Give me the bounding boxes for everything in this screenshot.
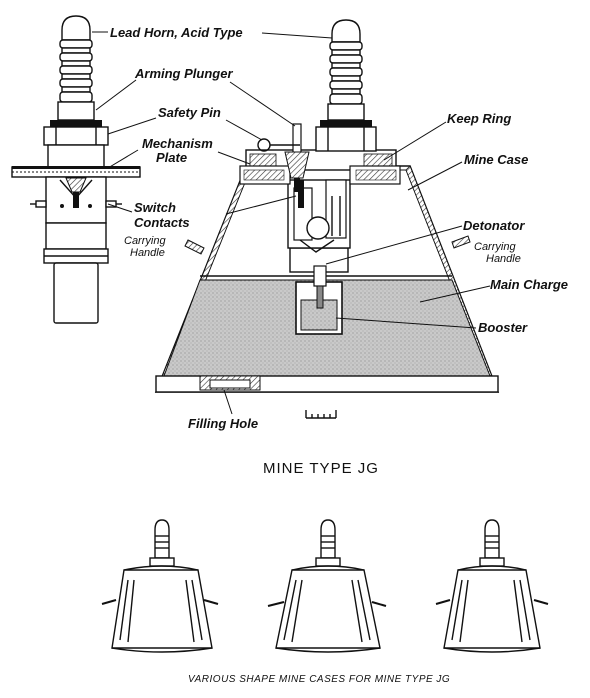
arming-plunger (284, 123, 310, 192)
label-mine-case: Mine Case (464, 152, 528, 167)
label-carrying-handle-right-2: Handle (486, 253, 521, 265)
label-mechanism-plate-1: Mechanism (142, 136, 213, 151)
label-arming-plunger: Arming Plunger (134, 66, 233, 81)
keep-ring (239, 149, 401, 185)
filling-hole (199, 375, 261, 391)
lead-horn-left (57, 15, 95, 121)
label-booster: Booster (478, 320, 528, 335)
lead-horn-main (315, 19, 377, 152)
label-detonator: Detonator (463, 218, 525, 233)
diagram-caption: VARIOUS SHAPE MINE CASES FOR MINE TYPE J… (188, 674, 450, 685)
horn-assembly-detail (11, 15, 141, 324)
carrying-handle-left (184, 239, 205, 255)
label-keep-ring: Keep Ring (447, 111, 511, 126)
variant-case-1 (101, 519, 219, 653)
leader-lines (92, 31, 491, 415)
variant-cases (101, 519, 549, 653)
label-lead-horn: Lead Horn, Acid Type (110, 25, 243, 40)
variant-case-2 (267, 519, 387, 653)
label-main-charge: Main Charge (490, 277, 568, 292)
label-switch-contacts-2: Contacts (134, 215, 190, 230)
mine-cross-section (154, 19, 500, 419)
diagram-title: MINE TYPE JG (263, 460, 379, 477)
label-switch-contacts-1: Switch (134, 200, 176, 215)
label-carrying-handle-left-2: Handle (130, 247, 165, 259)
safety-pin (257, 138, 300, 152)
label-mechanism-plate-2: Plate (156, 150, 187, 165)
label-safety-pin: Safety Pin (158, 105, 221, 120)
variant-case-3 (435, 519, 549, 653)
scale-bar (305, 410, 337, 419)
label-carrying-handle-right-1: Carrying (474, 241, 516, 253)
carrying-handle-right (451, 235, 471, 249)
label-carrying-handle-left-1: Carrying (124, 235, 166, 247)
switch-contacts-left (30, 200, 122, 208)
label-filling-hole: Filling Hole (188, 416, 258, 431)
mechanism-plate-left (11, 166, 141, 178)
